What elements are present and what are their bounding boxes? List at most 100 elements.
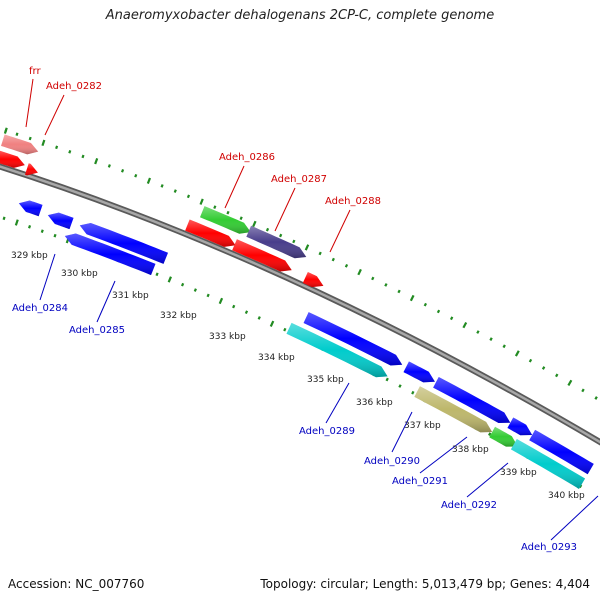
reverse-tick	[398, 384, 402, 388]
kbp-label: 334 kbp	[258, 353, 295, 363]
forward-tick	[15, 132, 19, 136]
reverse-tick	[206, 293, 210, 298]
topology-text: Topology: circular; Length: 5,013,479 bp…	[260, 577, 590, 591]
feature-adeh-0291	[414, 386, 493, 433]
feature-blue-a	[18, 200, 43, 217]
kbp-label: 338 kbp	[452, 445, 489, 455]
reverse-tick	[269, 320, 275, 327]
gene-label-forward: Adeh_0288	[325, 196, 381, 207]
leader-line	[419, 436, 468, 474]
gene-label-reverse: Adeh_0292	[441, 500, 497, 511]
gene-label-forward: Adeh_0287	[271, 174, 327, 185]
kbp-label: 335 kbp	[307, 375, 344, 385]
forward-tick	[213, 205, 217, 209]
gene-label-forward: Adeh_0286	[219, 152, 275, 163]
leader-line	[391, 411, 413, 453]
feature-adeh-0290	[403, 361, 435, 383]
feature-blue-a-shade	[18, 200, 43, 217]
leader-line	[39, 253, 56, 301]
forward-tick	[436, 309, 441, 314]
forward-tick	[476, 330, 480, 334]
backbone-outline	[0, 163, 600, 446]
forward-tick	[173, 189, 177, 193]
reverse-tick	[53, 233, 57, 238]
kbp-label: 332 kbp	[160, 311, 197, 321]
forward-tick	[292, 239, 296, 244]
leader-line	[550, 495, 599, 541]
feature-frr	[1, 134, 39, 155]
reverse-tick	[14, 219, 19, 226]
feature-adeh-0293	[510, 438, 586, 489]
feature-blue-b	[47, 212, 74, 230]
kbp-label: 340 kbp	[548, 491, 585, 501]
reverse-tick	[167, 276, 172, 283]
forward-tick	[239, 216, 243, 221]
forward-tick	[68, 150, 72, 154]
forward-tick	[528, 358, 533, 363]
forward-tick	[555, 373, 559, 378]
feature-adeh-0282	[0, 150, 25, 168]
forward-tick	[252, 220, 257, 228]
feature-adeh-0287-shade	[246, 225, 307, 259]
forward-tick	[384, 283, 388, 287]
feature-blue-b-shade	[47, 212, 74, 230]
reverse-tick	[257, 316, 261, 320]
feature-blue-d	[303, 312, 403, 366]
leader-line	[96, 280, 116, 323]
forward-tick	[146, 177, 152, 184]
forward-tick	[318, 251, 322, 256]
forward-tick	[371, 276, 375, 281]
reverse-tick	[28, 225, 32, 229]
feature-red-c-shade	[185, 219, 236, 247]
reverse-tick	[232, 304, 236, 309]
reverse-tick	[2, 216, 6, 221]
kbp-label: 330 kbp	[61, 269, 98, 279]
feature-blue-e-shade	[433, 376, 511, 423]
forward-tick	[199, 198, 204, 205]
feature-adeh-0287	[246, 225, 307, 259]
leader-line	[274, 187, 296, 232]
map-title: Anaeromyxobacter dehalogenans 2CP-C, com…	[105, 8, 495, 23]
kbp-label: 329 kbp	[11, 251, 48, 261]
forward-tick	[502, 344, 506, 349]
feature-red-d-shade	[232, 239, 292, 272]
leader-line	[224, 165, 245, 209]
feature-blue-d-shade	[303, 312, 403, 366]
leader-line	[44, 94, 65, 136]
kbp-label: 336 kbp	[356, 398, 393, 408]
kbp-label: 339 kbp	[500, 468, 537, 478]
forward-tick	[107, 164, 111, 168]
forward-tick	[462, 321, 468, 329]
forward-tick	[489, 337, 493, 341]
leader-line	[325, 382, 350, 424]
feature-adeh-0291-shade	[414, 386, 493, 433]
feature-adeh-0286	[199, 206, 251, 234]
forward-tick	[4, 128, 8, 133]
feature-adeh-0293-shade	[510, 438, 586, 489]
forward-tick	[226, 210, 230, 215]
genome-backbone	[0, 163, 600, 446]
reverse-tick	[385, 377, 389, 382]
feature-adeh-0285	[64, 233, 156, 276]
leader-line	[466, 462, 509, 498]
reverse-tick	[40, 229, 44, 233]
feature-adeh-0289-shade	[286, 322, 388, 378]
gene-features	[0, 134, 594, 489]
feature-adeh-0288	[302, 272, 324, 288]
forward-tick	[120, 169, 125, 173]
reverse-tick	[155, 272, 159, 277]
forward-tick	[409, 294, 415, 302]
gene-label-forward: Adeh_0282	[46, 81, 102, 92]
feature-red-small	[25, 163, 38, 176]
leader-line	[25, 78, 34, 128]
forward-tick	[265, 227, 270, 232]
backbone-highlight	[0, 165, 600, 444]
gene-label-reverse: Adeh_0285	[69, 325, 125, 336]
forward-tick	[514, 350, 520, 357]
forward-tick	[449, 316, 454, 321]
gene-label-reverse: Adeh_0290	[364, 456, 420, 467]
feature-red-c	[185, 219, 236, 247]
feature-adeh-0290-shade	[403, 361, 435, 383]
